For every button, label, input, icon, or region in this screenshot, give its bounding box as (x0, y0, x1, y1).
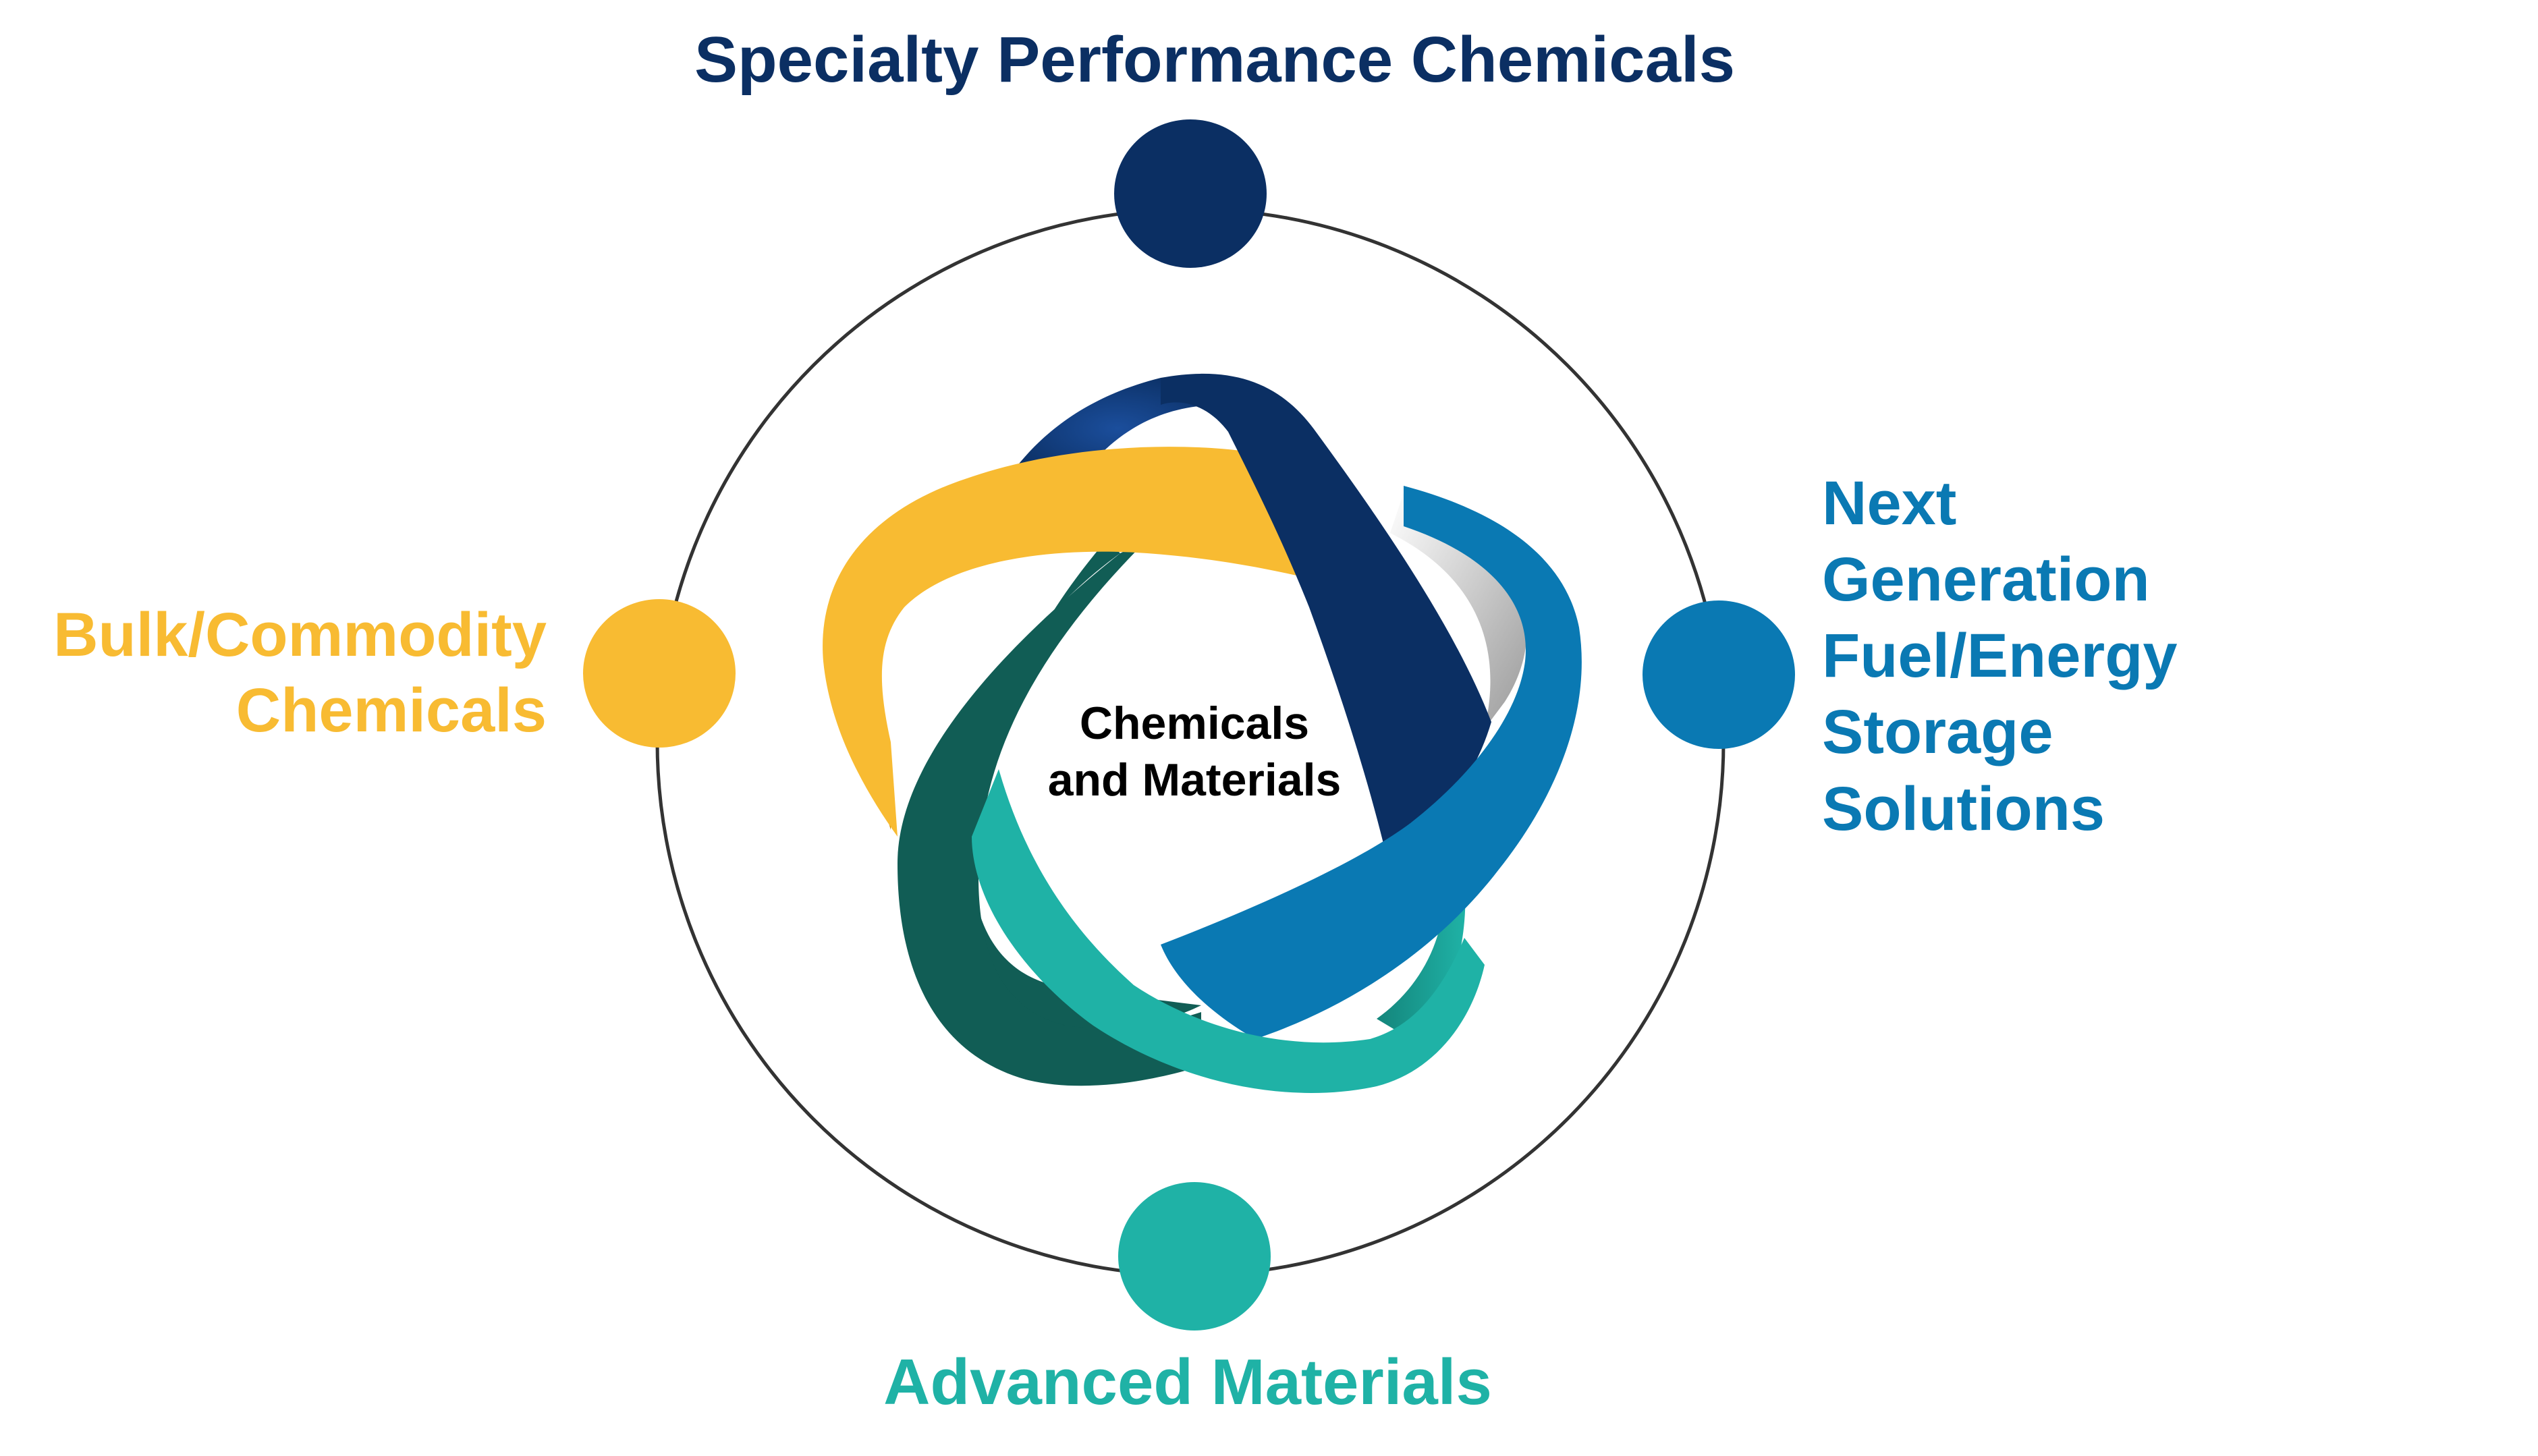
node-top-circle (1114, 119, 1267, 268)
node-left-label-line2: Chemicals (236, 676, 547, 746)
band-navy (1161, 373, 1491, 843)
node-left-label-line1: Bulk/Commodity (53, 600, 547, 669)
node-right-label-line4: Storage (1822, 698, 2053, 767)
node-right-label-line2: Generation (1822, 545, 2150, 615)
node-left-label: Bulk/Commodity Chemicals (0, 597, 547, 748)
node-bottom-label: Advanced Materials (883, 1346, 1492, 1418)
band-teal (972, 769, 1485, 1093)
node-bottom-circle (1118, 1182, 1271, 1331)
node-left-circle (583, 599, 736, 748)
node-right-label-line1: Next (1822, 469, 1957, 538)
node-right-label-line3: Fuel/Energy (1822, 621, 2178, 691)
band-dark-teal-inner (898, 540, 1201, 1086)
band-blue (1161, 486, 1582, 1039)
node-right-circle (1643, 600, 1795, 749)
node-right-label-line5: Solutions (1822, 774, 2105, 843)
band-shadow-navy (1012, 378, 1223, 479)
node-top-label: Specialty Performance Chemicals (694, 24, 1736, 96)
center-label-line2: and Materials (1047, 754, 1342, 806)
center-label-line1: Chemicals (1079, 698, 1310, 749)
center-label: Chemicals and Materials (1012, 695, 1377, 809)
node-right-label: Next Generation Fuel/Energy Storage Solu… (1822, 466, 2178, 847)
band-gold (823, 447, 1363, 837)
